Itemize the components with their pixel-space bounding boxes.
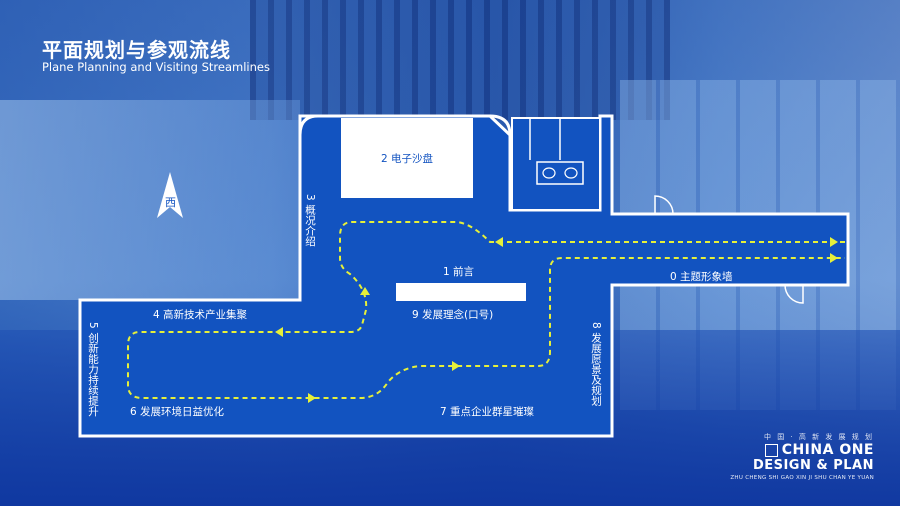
route-arrow-zone7 — [452, 361, 460, 371]
visiting-route — [127, 221, 845, 399]
brand-block: 中 国 · 高 新 发 展 规 划 CHINA ONE DESIGN & PLA… — [694, 432, 874, 481]
compass-arrow-icon — [157, 172, 183, 218]
zone-0-label: 0 主题形象墙 — [670, 270, 733, 283]
route-arrow-return — [360, 287, 370, 295]
zone-7-label: 7 重点企业群星璀璨 — [440, 405, 535, 418]
brand-pinyin: ZHU CHENG SHI GAO XIN JI SHU CHAN YE YUA… — [730, 475, 874, 481]
zone-9-label: 9 发展理念(口号) — [412, 308, 493, 321]
brand-chinese-line: 中 国 · 高 新 发 展 规 划 — [763, 433, 874, 441]
route-arrow-zone6 — [308, 393, 316, 403]
zone-1-label: 1 前言 — [443, 265, 474, 278]
brand-logo-icon — [764, 443, 778, 457]
wall-corner-right — [489, 114, 512, 136]
floor-plan-shape — [78, 114, 850, 438]
zone-2-label: 2 电子沙盘 — [381, 152, 434, 165]
sink-basin-1 — [542, 167, 556, 179]
ceiling-slats — [250, 0, 670, 120]
preface-wall — [396, 283, 526, 301]
page-title: 平面规划与参观流线 — [42, 38, 231, 62]
wall-corner-left — [298, 114, 319, 136]
sink-basin-2 — [564, 167, 578, 179]
route-arrow-corridor — [275, 327, 283, 337]
compass-label: 西 — [165, 196, 176, 209]
left-exhibit-wall — [0, 100, 300, 300]
zone-3-label: 3 概况介绍 — [304, 194, 316, 247]
route-arrow-entry — [830, 237, 838, 247]
zone-5-label: 5 创新能力持续提升 — [87, 322, 99, 417]
sand-table-block — [341, 118, 473, 198]
utility-room — [511, 117, 601, 211]
door-top — [654, 195, 674, 215]
brand-line-2: DESIGN & PLAN — [752, 458, 874, 473]
door-bottom — [784, 284, 804, 304]
page-subtitle: Plane Planning and Visiting Streamlines — [42, 60, 270, 74]
route-arrow-start — [495, 237, 503, 247]
route-arrow-exit — [830, 253, 838, 263]
zone-4-label: 4 高新技术产业集聚 — [153, 308, 248, 321]
brand-line-1: CHINA ONE — [694, 442, 874, 458]
zone-6-label: 6 发展环境日益优化 — [130, 405, 225, 418]
sink-counter — [536, 161, 584, 185]
zone-8-label: 8 发展愿景及规划 — [590, 322, 602, 406]
